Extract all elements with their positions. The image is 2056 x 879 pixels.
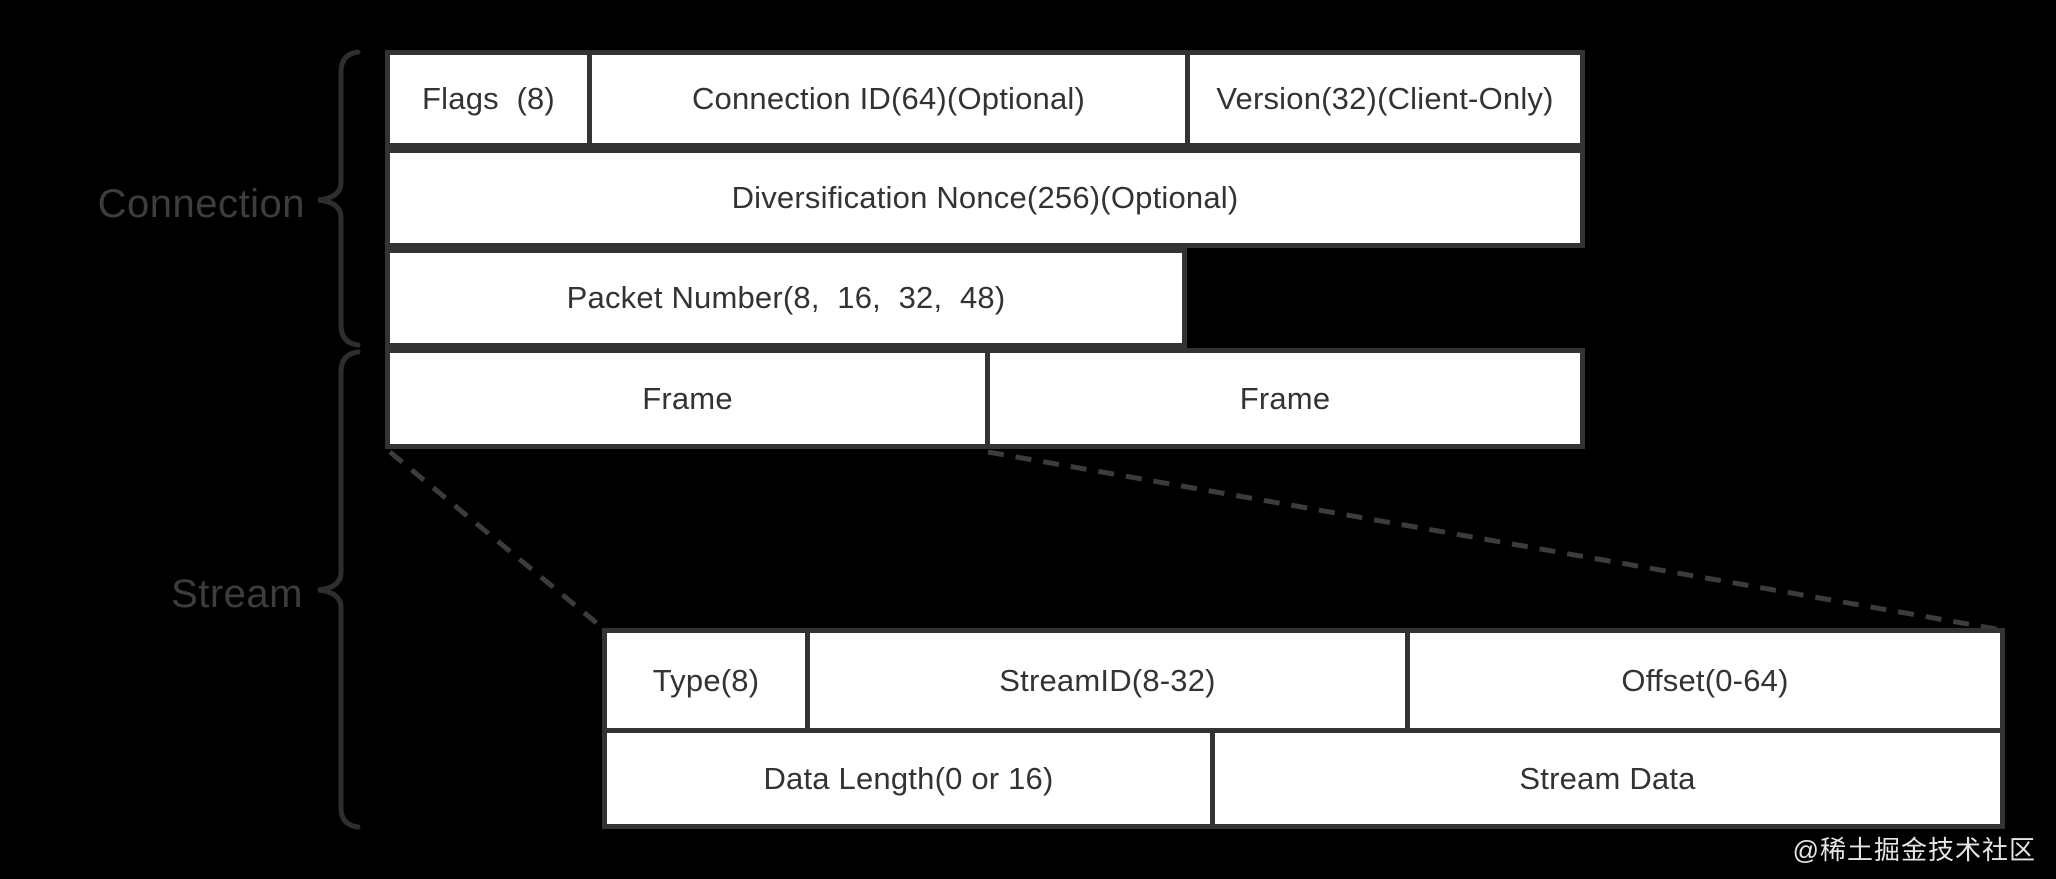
field-data-length: Data Length(0 or 16) [607, 733, 1210, 824]
field-type-label: Type(8) [652, 662, 760, 698]
frame-zoom-dashed-line-right [987, 449, 2003, 633]
packet-number-row: Packet Number(8, 16, 32, 48) [385, 248, 1187, 348]
field-packet-number: Packet Number(8, 16, 32, 48) [390, 253, 1182, 343]
field-frame-1-label: Frame [642, 380, 733, 416]
watermark: @稀土掘金技术社区 [1792, 835, 2036, 865]
field-frame-2: Frame [985, 353, 1580, 444]
field-packet-number-label: Packet Number(8, 16, 32, 48) [566, 280, 1006, 315]
field-version-label: Version(32)(Client-Only) [1216, 81, 1554, 116]
field-stream-data: Stream Data [1210, 733, 2000, 824]
stream-header-row: Type(8) StreamID(8-32) Offset(0-64) [607, 633, 2000, 728]
field-connection-id-label: Connection ID(64)(Optional) [691, 81, 1086, 116]
field-stream-id-label: StreamID(8-32) [999, 662, 1216, 698]
field-connection-id: Connection ID(64)(Optional) [587, 55, 1185, 143]
frame-zoom-dashed-line-left [388, 450, 607, 632]
connection-section-label: Connection [97, 182, 305, 226]
packet-frames-row: Frame Frame [385, 348, 1585, 449]
stream-brace [317, 349, 361, 830]
field-diversification-nonce: Diversification Nonce(256)(Optional) [390, 153, 1580, 243]
stream-frame-detail: Type(8) StreamID(8-32) Offset(0-64) Data… [602, 628, 2005, 829]
connection-brace [317, 49, 361, 348]
field-frame-1: Frame [390, 353, 985, 444]
field-stream-data-label: Stream Data [1519, 760, 1696, 796]
field-offset: Offset(0-64) [1405, 633, 2000, 728]
field-flags-label: Flags (8) [422, 81, 555, 116]
field-frame-2-label: Frame [1239, 380, 1331, 416]
field-flags: Flags (8) [390, 55, 587, 143]
field-version: Version(32)(Client-Only) [1185, 55, 1580, 143]
field-offset-label: Offset(0-64) [1621, 662, 1789, 698]
packet-nonce-row: Diversification Nonce(256)(Optional) [385, 148, 1585, 248]
field-type: Type(8) [607, 633, 805, 728]
packet-header-row: Flags (8) Connection ID(64)(Optional) Ve… [385, 50, 1585, 148]
stream-data-row: Data Length(0 or 16) Stream Data [607, 728, 2000, 824]
field-stream-id: StreamID(8-32) [805, 633, 1405, 728]
stream-section-label: Stream [171, 572, 303, 616]
field-data-length-label: Data Length(0 or 16) [763, 760, 1054, 796]
field-diversification-nonce-label: Diversification Nonce(256)(Optional) [731, 180, 1239, 215]
